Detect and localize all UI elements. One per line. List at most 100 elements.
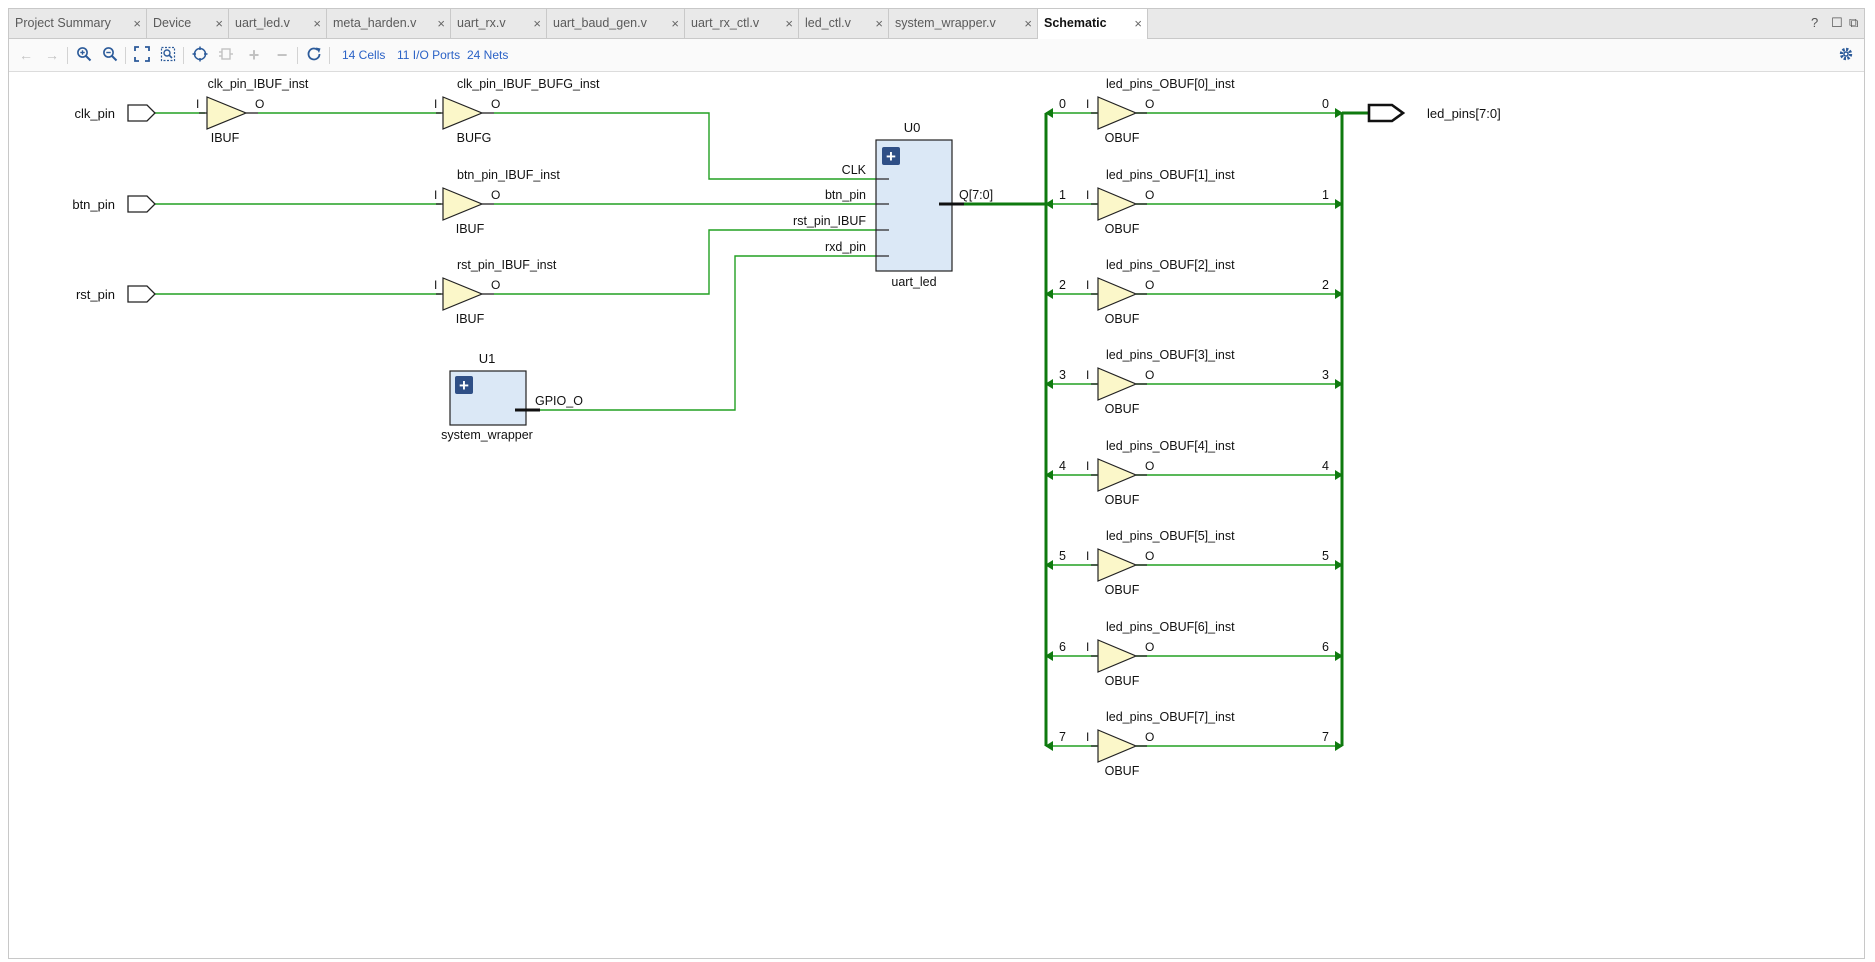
zoom-in-icon[interactable] (75, 46, 93, 64)
expand-icon[interactable]: + (248, 45, 260, 65)
collapse-icon[interactable]: − (276, 45, 288, 65)
close-icon[interactable]: × (437, 16, 445, 31)
help-icon[interactable]: ? (1811, 15, 1819, 30)
bus-bit-label-right: 3 (1322, 368, 1329, 382)
pin-label-clk: CLK (842, 163, 867, 177)
pin-label: O (1145, 549, 1154, 563)
tab-led-ctl-v[interactable]: led_ctl.v× (799, 9, 889, 38)
port-rst-pin[interactable]: rst_pin (76, 285, 156, 303)
settings-icon[interactable] (1837, 46, 1855, 64)
bus-bit-label-left: 3 (1059, 368, 1066, 382)
bus-bit-label-left: 6 (1059, 640, 1066, 654)
block-u0-uart-led[interactable]: U0 + CLK btn_pin rst_pin_IBUF rxd_pin Q[… (793, 120, 993, 289)
tab-device[interactable]: Device× (147, 9, 229, 38)
tab-project-summary[interactable]: Project Summary× (9, 9, 147, 38)
block-u1-system-wrapper[interactable]: U1 + GPIO_O system_wrapper (441, 351, 583, 442)
regenerate-icon[interactable] (217, 46, 235, 64)
cells-count-link[interactable]: 14 Cells (342, 48, 386, 62)
net-gpio-o[interactable] (540, 255, 876, 411)
port-led-pins[interactable]: led_pins[7:0] (1367, 103, 1501, 123)
pin-label: O (1145, 368, 1154, 382)
cell-type: IBUF (456, 222, 485, 236)
buffer-rst-pin-ibuf[interactable]: rst_pin_IBUF_inst I O IBUF (434, 258, 557, 326)
buffer-clk-pin-ibuf[interactable]: clk_pin_IBUF_inst I O IBUF (196, 77, 309, 145)
close-icon[interactable]: × (785, 16, 793, 31)
close-icon[interactable]: × (1024, 16, 1032, 31)
tab-uart-rx-ctl-v[interactable]: uart_rx_ctl.v × (685, 9, 799, 38)
toolbar-separator (329, 47, 330, 64)
instance-name: rst_pin_IBUF_inst (457, 258, 557, 272)
port-btn-pin[interactable]: btn_pin (72, 195, 156, 213)
select-icon[interactable] (191, 46, 209, 64)
tab-uart-rx-v[interactable]: uart_rx.v× (451, 9, 547, 38)
float-window-icon[interactable]: ⧉ (1849, 15, 1859, 30)
pin-label: O (1145, 640, 1154, 654)
port-label: rst_pin (76, 287, 115, 302)
cell-type: OBUF (1105, 222, 1140, 236)
close-icon[interactable]: × (875, 16, 883, 31)
toolbar-separator (67, 47, 68, 64)
tab-schematic[interactable]: Schematic× (1038, 9, 1148, 40)
bus-bit-label-right: 6 (1322, 640, 1329, 654)
net-rst-pin-ibuf[interactable] (494, 229, 876, 295)
tab-label: uart_baud_gen.v (553, 16, 647, 30)
refresh-icon[interactable] (305, 46, 323, 64)
close-icon[interactable]: × (671, 16, 679, 31)
close-icon[interactable]: × (1134, 16, 1142, 31)
instance-name: btn_pin_IBUF_inst (457, 168, 560, 182)
net-clk-bufg[interactable] (494, 112, 876, 180)
pin-label: O (1145, 459, 1154, 473)
tab-meta-harden-v[interactable]: meta_harden.v × (327, 9, 451, 38)
buffer-clk-pin-bufg[interactable]: clk_pin_IBUF_BUFG_inst I O BUFG (434, 77, 600, 145)
tab-uart-baud-gen-v[interactable]: uart_baud_gen.v × (547, 9, 685, 38)
back-icon[interactable]: ← (19, 47, 33, 63)
pin-label: O (491, 97, 500, 111)
buffer-btn-pin-ibuf[interactable]: btn_pin_IBUF_inst I O IBUF (434, 168, 560, 236)
zoom-out-icon[interactable] (101, 46, 119, 64)
zoom-fit-icon[interactable] (133, 46, 151, 64)
cell-type: OBUF (1105, 312, 1140, 326)
cell-type: OBUF (1105, 131, 1140, 145)
expand-block-button[interactable]: + (882, 147, 900, 166)
nets-count-link[interactable]: 24 Nets (467, 48, 509, 62)
pin-label: I (1086, 278, 1089, 292)
expand-block-button[interactable]: + (455, 376, 473, 395)
close-icon[interactable]: × (533, 16, 541, 31)
zoom-area-icon[interactable] (159, 46, 177, 64)
port-clk-pin[interactable]: clk_pin (75, 104, 156, 122)
bus-bit-label-left: 4 (1059, 459, 1066, 473)
tab-label: uart_led.v (235, 16, 290, 30)
close-icon[interactable]: × (215, 16, 223, 31)
tab-system-wrapper-v[interactable]: system_wrapper.v× (889, 9, 1038, 38)
tab-label: uart_rx_ctl.v (691, 16, 760, 30)
bus-bit-label-left: 5 (1059, 549, 1066, 563)
io-ports-count-link[interactable]: 11 I/O Ports (397, 48, 461, 62)
pin-label: I (434, 278, 437, 292)
pin-label: I (196, 97, 199, 111)
restore-icon[interactable]: ☐ (1831, 15, 1843, 30)
tab-label: meta_harden.v (333, 16, 417, 30)
close-icon[interactable]: × (133, 16, 141, 31)
forward-icon[interactable]: → (45, 47, 59, 63)
bus-bit-label-right: 7 (1322, 730, 1329, 744)
wires (155, 112, 1342, 747)
close-icon[interactable]: × (313, 16, 321, 31)
pin-label: O (1145, 730, 1154, 744)
cell-type: system_wrapper (441, 428, 533, 442)
bus-bit-label-right: 0 (1322, 97, 1329, 111)
pin-label-rxd-pin: rxd_pin (825, 240, 866, 254)
instance-name: U0 (904, 120, 921, 135)
schematic-canvas[interactable]: clk_pin btn_pin rst_pin led_pins[7:0] cl… (9, 73, 1864, 959)
pin-label: I (1086, 368, 1089, 382)
tab-uart-led-v[interactable]: uart_led.v × (229, 9, 327, 38)
cell-type: OBUF (1105, 674, 1140, 688)
bus-bit-label-right: 5 (1322, 549, 1329, 563)
